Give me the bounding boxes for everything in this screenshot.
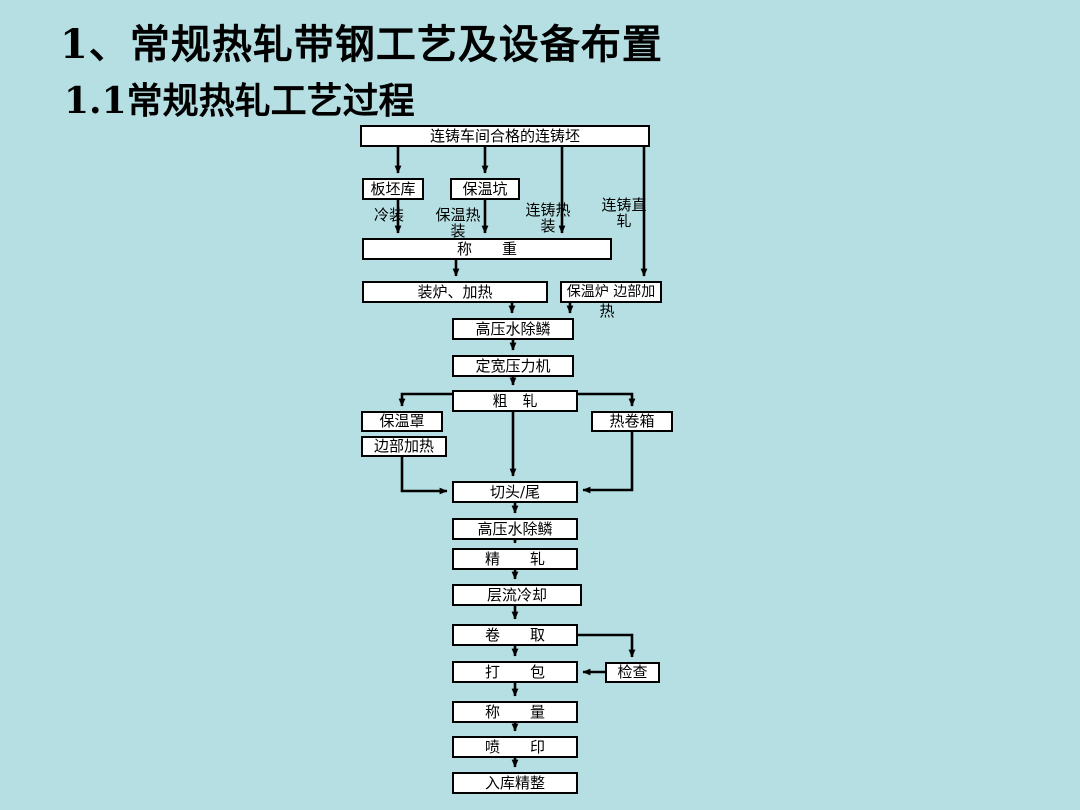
node-weighing-2[interactable]: 称 量 — [452, 701, 578, 723]
node-crop-shear[interactable]: 切头/尾 — [452, 481, 578, 503]
node-rough-rolling[interactable]: 粗 轧 — [452, 390, 578, 412]
edge-label-direct-hot-charging: 连铸热 装 — [525, 201, 571, 235]
node-heat-cover[interactable]: 保温罩 — [361, 411, 443, 432]
node-coilbox[interactable]: 热卷箱 — [591, 411, 673, 432]
node-marking[interactable]: 喷 印 — [452, 736, 578, 758]
node-warehouse-finish[interactable]: 入库精整 — [452, 772, 578, 794]
node-casting-slab[interactable]: 连铸车间合格的连铸坯 — [360, 125, 650, 147]
node-coiling[interactable]: 卷 取 — [452, 624, 578, 646]
node-finish-rolling[interactable]: 精 轧 — [452, 548, 578, 570]
node-laminar-cooling[interactable]: 层流冷却 — [452, 584, 582, 606]
page-subtitle: 1.1常规热轧工艺过程 — [64, 80, 415, 122]
node-holding-furnace[interactable]: 保温炉 边部加 — [560, 281, 662, 303]
node-packing[interactable]: 打 包 — [452, 661, 578, 683]
node-descaling-2[interactable]: 高压水除鳞 — [452, 518, 578, 540]
page-title: 1、常规热轧带钢工艺及设备布置 — [60, 21, 663, 68]
node-slab-yard[interactable]: 板坯库 — [362, 178, 424, 200]
node-weighing[interactable]: 称 重 — [362, 238, 612, 260]
node-charging-heating[interactable]: 装炉、加热 — [362, 281, 548, 303]
node-holding-furnace-overflow: 热 — [599, 302, 615, 320]
node-descaling-1[interactable]: 高压水除鳞 — [452, 318, 574, 340]
node-edge-heating[interactable]: 边部加热 — [361, 436, 447, 457]
edge-label-hot-charging: 保温热 装 — [435, 206, 481, 240]
node-sizing-press[interactable]: 定宽压力机 — [452, 355, 574, 377]
node-holding-pit[interactable]: 保温坑 — [450, 178, 520, 200]
edge-label-cold-charging: 冷装 — [373, 206, 404, 224]
node-inspection[interactable]: 检查 — [605, 662, 660, 683]
edge-label-direct-rolling: 连铸直 轧 — [601, 196, 647, 230]
